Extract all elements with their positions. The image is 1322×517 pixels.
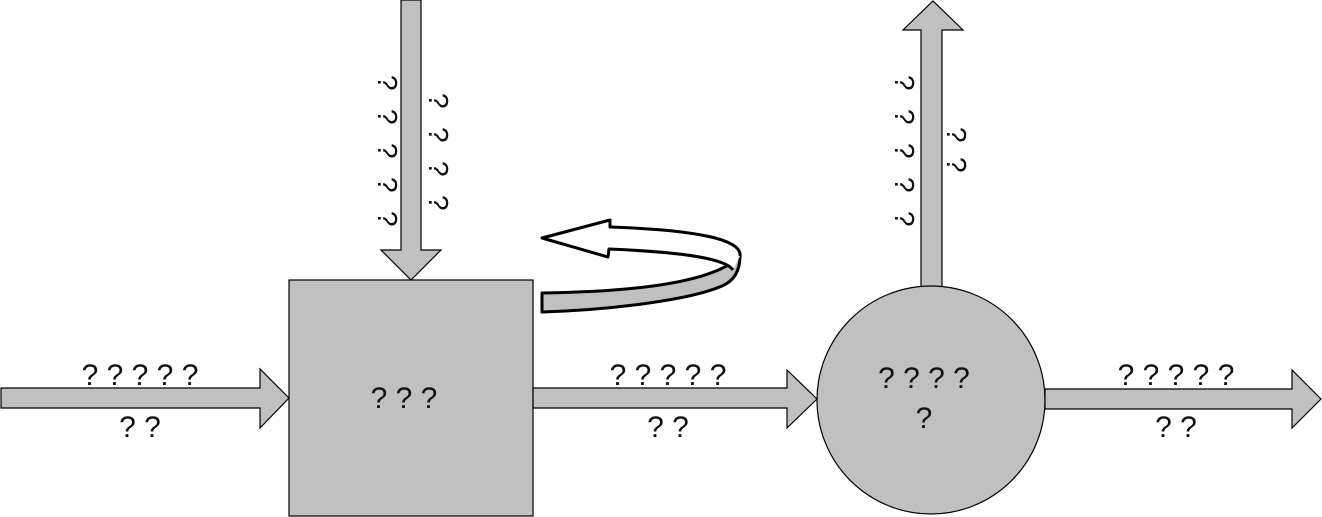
- output-arrow-label-above: ? ? ? ? ?: [1118, 359, 1235, 392]
- process-circle: [816, 285, 1046, 515]
- svg-text:?: ?: [372, 109, 403, 125]
- top-output-arrow-label-right: ? ?: [941, 127, 972, 173]
- svg-text:?: ?: [423, 93, 454, 109]
- process-box-label: ? ? ?: [371, 382, 438, 415]
- input-arrow-label-below: ? ?: [119, 411, 161, 444]
- svg-text:?: ?: [889, 143, 920, 159]
- top-output-arrow-label-left: ? ? ? ? ?: [889, 75, 920, 227]
- middle-arrow-label-above: ? ? ? ? ?: [610, 359, 727, 392]
- svg-text:?: ?: [372, 211, 403, 227]
- svg-text:?: ?: [372, 75, 403, 91]
- output-arrow: [1044, 368, 1322, 430]
- middle-arrow-label-below: ? ?: [647, 411, 689, 444]
- svg-text:?: ?: [889, 177, 920, 193]
- svg-text:?: ?: [889, 109, 920, 125]
- svg-text:?: ?: [423, 195, 454, 211]
- top-input-arrow-label-right: ? ? ? ?: [423, 93, 454, 211]
- svg-text:?: ?: [889, 211, 920, 227]
- svg-text:?: ?: [423, 161, 454, 177]
- output-arrow-label-below: ? ?: [1155, 411, 1197, 444]
- top-input-arrow: [379, 0, 443, 281]
- process-box: [288, 279, 534, 517]
- input-arrow: [0, 367, 290, 430]
- svg-text:?: ?: [372, 177, 403, 193]
- top-input-arrow-label-left: ? ? ? ? ?: [372, 75, 403, 227]
- svg-text:?: ?: [372, 143, 403, 159]
- svg-text:?: ?: [889, 75, 920, 91]
- middle-arrow: [532, 368, 818, 430]
- svg-text:?: ?: [423, 127, 454, 143]
- recycle-arrow-icon: [540, 218, 742, 314]
- process-circle-label-line1: ? ? ? ?: [878, 362, 970, 395]
- svg-text:?: ?: [941, 157, 972, 173]
- svg-text:?: ?: [941, 127, 972, 143]
- input-arrow-label-above: ? ? ? ? ?: [82, 359, 199, 392]
- process-circle-label-line2: ?: [916, 402, 933, 435]
- top-output-arrow: [901, 0, 965, 288]
